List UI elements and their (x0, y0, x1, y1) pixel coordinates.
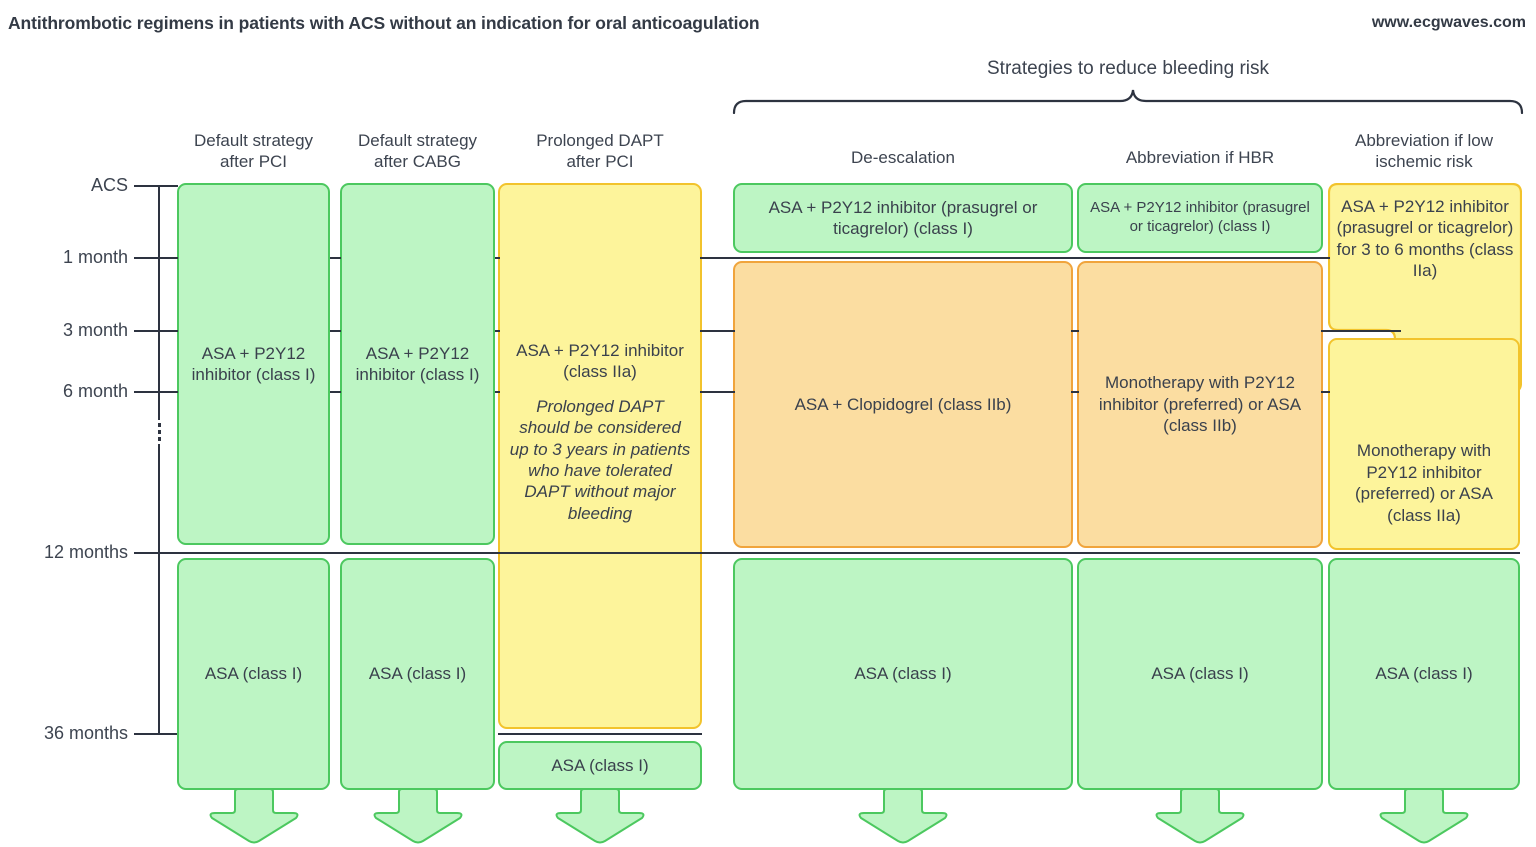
rule-overlay-6-month-g1 (330, 391, 341, 393)
box-label: ASA (class I) (1375, 664, 1473, 684)
box-label: ASA + P2Y12 inhibitor (prasugrel or tica… (1090, 199, 1310, 235)
column-header-abbreviation-low-ischemic: Abbreviation if low ischemic risk (1328, 130, 1520, 173)
arrow-down-icon-c5 (1155, 788, 1245, 844)
box-c5-bottom[interactable]: ASA (class I) (1077, 558, 1323, 790)
column-header-line1: Prolonged DAPT (536, 131, 664, 150)
box-c6-top-label: ASA + P2Y12 inhibitor (prasugrel or tica… (1336, 197, 1514, 281)
box-c4-mid[interactable]: ASA + Clopidogrel (class IIb) (733, 261, 1073, 548)
box-label: ASA (class I) (204, 664, 303, 684)
column-header-line1: De-escalation (851, 148, 955, 167)
box-label: ASA (class I) (1151, 664, 1249, 684)
column-header-line2: ischemic risk (1375, 152, 1473, 172)
rule-overlay-3-month-g3 (700, 330, 735, 332)
box-c3-top[interactable]: ASA + P2Y12 inhibitor (class IIa) Prolon… (498, 183, 702, 729)
rule-overlay-6-month-left (134, 391, 178, 393)
timeline-label-1-month: 1 month (62, 247, 128, 267)
rule-overlay-12-months (134, 552, 1520, 554)
rule-overlay-6-month-g3 (700, 391, 735, 393)
arrow-down-icon-c4 (858, 788, 948, 844)
timeline-tick-36-months (134, 733, 178, 735)
rule-overlay-3-month-g2 (495, 330, 500, 332)
column-header-line1: Default strategy (193, 131, 314, 150)
timeline-rule-1-month (134, 257, 1520, 259)
box-c6-bottom[interactable]: ASA (class I) (1328, 558, 1520, 790)
rule-overlay-6-month-g4 (1071, 391, 1079, 393)
rule-overlay-3-month-g1 (330, 330, 341, 332)
rule-overlay-1-month-left (134, 257, 178, 259)
column-header-line1: Abbreviation if HBR (1125, 148, 1275, 167)
timeline-axis (158, 185, 160, 733)
box-c5-mid[interactable]: Monotherapy with P2Y12 inhibitor (prefer… (1077, 261, 1323, 548)
arrow-down-icon-c2 (373, 788, 463, 844)
box-label: Monotherapy with P2Y12 inhibitor (prefer… (1355, 441, 1493, 525)
box-c5-top[interactable]: ASA + P2Y12 inhibitor (prasugrel or tica… (1077, 183, 1323, 253)
box-c4-top[interactable]: ASA + P2Y12 inhibitor (prasugrel or tica… (733, 183, 1073, 253)
timeline-label-12-months: 12 months (43, 542, 128, 562)
box-label-main: ASA + P2Y12 inhibitor (class IIa) (516, 341, 684, 382)
rule-overlay-1-month-g2 (495, 257, 500, 259)
timeline-label-acs: ACS (90, 175, 128, 195)
column-header-prolonged-dapt: Prolonged DAPT after PCI (500, 130, 700, 173)
column-header-line1: Default strategy (357, 131, 478, 150)
box-label: ASA + P2Y12 inhibitor (class I) (355, 343, 480, 384)
column-header-de-escalation: De-escalation (733, 147, 1073, 168)
timeline-label-6-month: 6 month (62, 381, 128, 401)
box-label: ASA (class I) (368, 664, 467, 684)
box-c2-top[interactable]: ASA + P2Y12 inhibitor (class I) (340, 183, 495, 545)
rule-overlay-1-month-g5 (1321, 257, 1330, 259)
rule-overlay-1-month-g4 (1071, 257, 1079, 259)
timeline-axis-break (158, 420, 161, 444)
arrow-down-icon-c6 (1379, 788, 1469, 844)
rule-overlay-6-month-g5 (1321, 391, 1330, 393)
box-c2-bottom[interactable]: ASA (class I) (340, 558, 495, 790)
rule-overlay-1-month-g3 (700, 257, 735, 259)
box-c4-bottom[interactable]: ASA (class I) (733, 558, 1073, 790)
column-header-default-cabg: Default strategy after CABG (340, 130, 495, 173)
column-header-abbreviation-hbr: Abbreviation if HBR (1077, 147, 1323, 168)
rule-overlay-1-month-g1 (330, 257, 341, 259)
arrow-down-icon-c3 (555, 788, 645, 844)
box-label: Monotherapy with P2Y12 inhibitor (prefer… (1098, 373, 1302, 436)
box-c1-bottom[interactable]: ASA (class I) (177, 558, 330, 790)
timeline-rule-36-months (498, 733, 702, 735)
column-header-line2: after PCI (566, 152, 634, 172)
box-c3-bottom[interactable]: ASA (class I) (498, 741, 702, 790)
box-label: ASA (class I) (551, 755, 649, 775)
box-label: ASA + P2Y12 inhibitor (class I) (191, 343, 316, 384)
timeline-tick-acs (134, 185, 178, 187)
box-label: ASA + P2Y12 inhibitor (prasugrel or tica… (768, 197, 1038, 238)
brace-label: Strategies to reduce bleeding risk (987, 58, 1269, 79)
box-label-note: Prolonged DAPT should be considered up t… (509, 396, 691, 523)
box-label: ASA + Clopidogrel (class IIb) (794, 394, 1012, 414)
box-label: ASA (class I) (854, 664, 952, 684)
arrow-down-icon-c1 (209, 788, 299, 844)
timeline-label-3-month: 3 month (62, 320, 128, 340)
box-c6-mid[interactable]: Monotherapy with P2Y12 inhibitor (prefer… (1328, 338, 1520, 550)
curly-brace-icon (732, 89, 1524, 114)
column-header-line2: after PCI (219, 152, 288, 172)
rule-overlay-6-month-g2 (495, 391, 500, 393)
rule-overlay-3-month-g5 (1321, 330, 1401, 332)
rule-overlay-3-month-left (134, 330, 178, 332)
timeline-label-36-months: 36 months (43, 723, 128, 743)
page-title: Antithrombotic regimens in patients with… (8, 13, 760, 33)
site-credit: www.ecgwaves.com (1371, 14, 1526, 31)
column-header-line2: after CABG (374, 152, 461, 172)
box-c1-top[interactable]: ASA + P2Y12 inhibitor (class I) (177, 183, 330, 545)
column-header-default-pci: Default strategy after PCI (177, 130, 330, 173)
column-header-line1: Abbreviation if low (1355, 131, 1493, 150)
rule-overlay-3-month-g4 (1071, 330, 1079, 332)
